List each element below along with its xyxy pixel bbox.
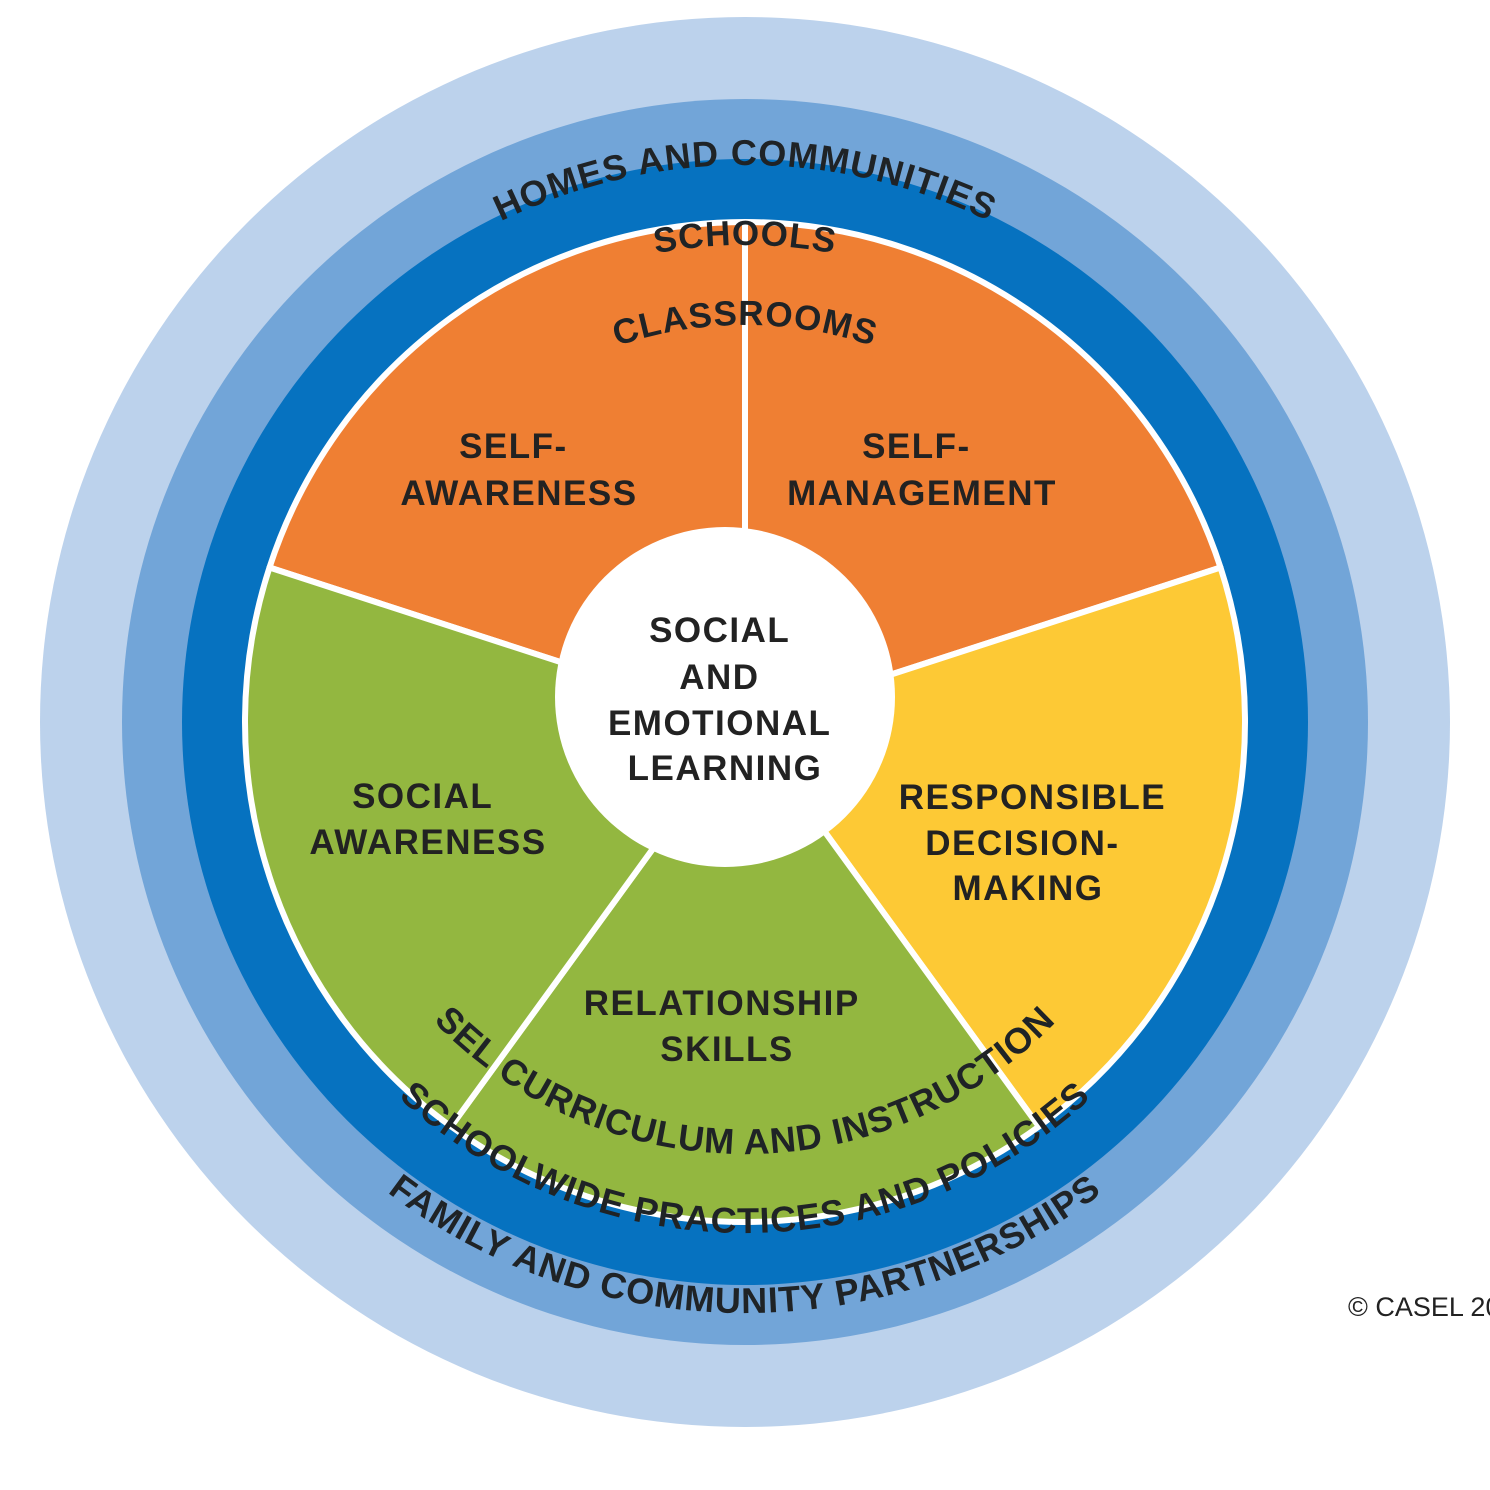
segment-2-line-1: SELF- bbox=[862, 427, 971, 466]
segment-2-line-2: MANAGEMENT bbox=[787, 474, 1057, 513]
center-line-1: SOCIAL bbox=[649, 611, 790, 650]
center-circle bbox=[555, 527, 895, 867]
segment-3-line-2: DECISION- bbox=[925, 824, 1119, 863]
copyright-notice: © CASEL 20 bbox=[1348, 1292, 1490, 1322]
segment-5-line-2: AWARENESS bbox=[309, 823, 546, 862]
segment-3-line-1: RESPONSIBLE bbox=[899, 778, 1166, 817]
svg-text:SOCIAL AWARENESS: SOCIAL AWARENESS bbox=[309, 777, 546, 862]
svg-text:SELF- MANAGEMENT: SELF- MANAGEMENT bbox=[787, 427, 1057, 513]
center-label: SOCIAL AND EMOTIONAL LEARNING bbox=[608, 611, 842, 788]
svg-text:RESPONSIBLE DECISION-: RESPONSIBLE DECISION- MAKING bbox=[899, 778, 1178, 908]
segment-1-line-2: AWARENESS bbox=[400, 474, 637, 513]
segment-label-self-management: SELF- MANAGEMENT bbox=[787, 427, 1057, 513]
segment-1-line-1: SELF- bbox=[459, 427, 568, 466]
segment-5-line-1: SOCIAL bbox=[352, 777, 493, 816]
segment-label-relationship-skills: RELATIONSHIP SKILLS bbox=[584, 984, 871, 1069]
segment-label-responsible-decision-making: RESPONSIBLE DECISION- MAKING bbox=[899, 778, 1178, 908]
segment-self-management bbox=[742, 219, 1224, 725]
center-line-4: LEARNING bbox=[628, 749, 823, 788]
segment-label-self-awareness: SELF- AWARENESS bbox=[400, 427, 637, 513]
center-line-2: AND bbox=[679, 658, 759, 697]
segment-4-line-2: SKILLS bbox=[660, 1030, 793, 1069]
svg-text:RELATIONSHIP SKILLS: RELATIONSHIP SKILLS bbox=[584, 984, 871, 1069]
segment-3-line-3: MAKING bbox=[953, 869, 1104, 908]
segment-relationship-skills bbox=[448, 719, 1042, 1226]
svg-text:SELF- AWARENESS: SELF- AWARENESS bbox=[400, 427, 637, 513]
segment-4-line-1: RELATIONSHIP bbox=[584, 984, 859, 1023]
segment-label-social-awareness: SOCIAL AWARENESS bbox=[309, 777, 546, 862]
center-line-3: EMOTIONAL bbox=[608, 704, 831, 743]
